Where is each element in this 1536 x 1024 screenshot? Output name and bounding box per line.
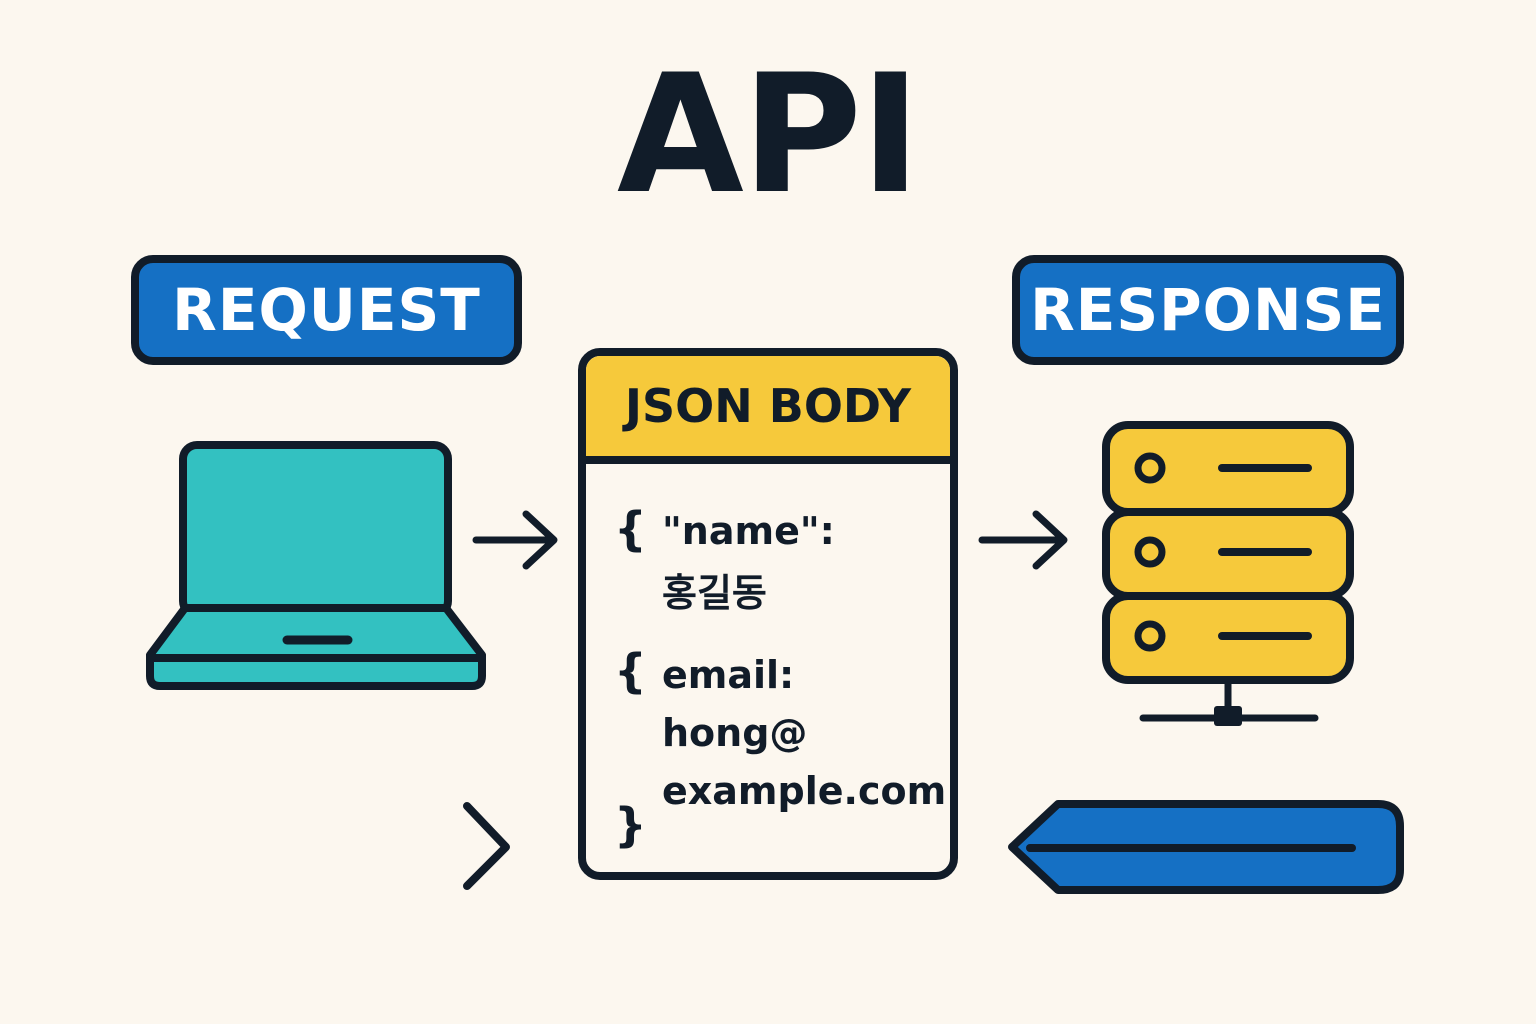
arrow-right-icon — [472, 510, 558, 570]
server-icon — [1102, 421, 1354, 726]
name-key: "name": — [662, 509, 835, 553]
email-value-line-2: example.com — [662, 769, 947, 813]
open-brace: { — [614, 502, 647, 556]
request-label: REQUEST — [131, 255, 522, 365]
arrow-right-icon — [978, 510, 1068, 570]
close-brace: } — [614, 798, 647, 852]
open-brace: { — [614, 644, 647, 698]
email-key: email: — [662, 653, 795, 697]
response-label: RESPONSE — [1012, 255, 1404, 365]
chevron-right-icon — [463, 802, 510, 890]
laptop-icon — [146, 441, 486, 690]
pencil-bar-icon — [1008, 800, 1404, 894]
json-body-card: JSON BODY { "name": 홍길동 { email: hong@ e… — [578, 348, 958, 880]
diagram-title: API — [616, 39, 921, 230]
json-body-header: JSON BODY — [586, 356, 950, 464]
email-value-line-1: hong@ — [662, 711, 808, 755]
name-value: 홍길동 — [662, 571, 767, 615]
